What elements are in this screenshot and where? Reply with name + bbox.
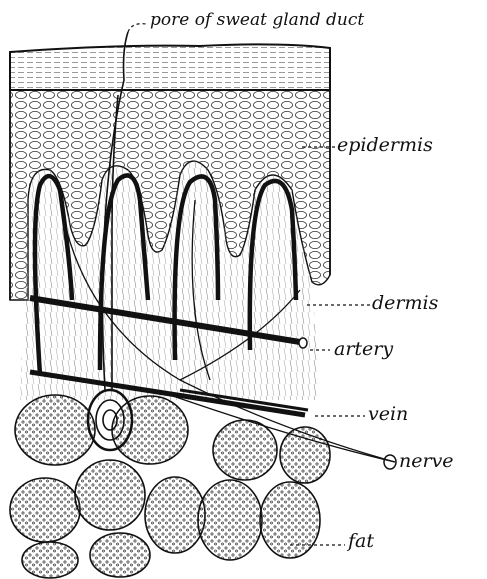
label-dermis: dermis [372,294,438,313]
label-epidermis: epidermis [337,136,433,155]
label-nerve: nerve [399,452,454,471]
stratum-corneum [10,44,330,90]
label-vein: vein [368,405,408,424]
label-fat: fat [348,532,374,551]
label-artery: artery [334,340,393,359]
label-pore-of-sweat-gland-duct: pore of sweat gland duct [150,12,364,29]
fat-lobules [10,395,330,578]
